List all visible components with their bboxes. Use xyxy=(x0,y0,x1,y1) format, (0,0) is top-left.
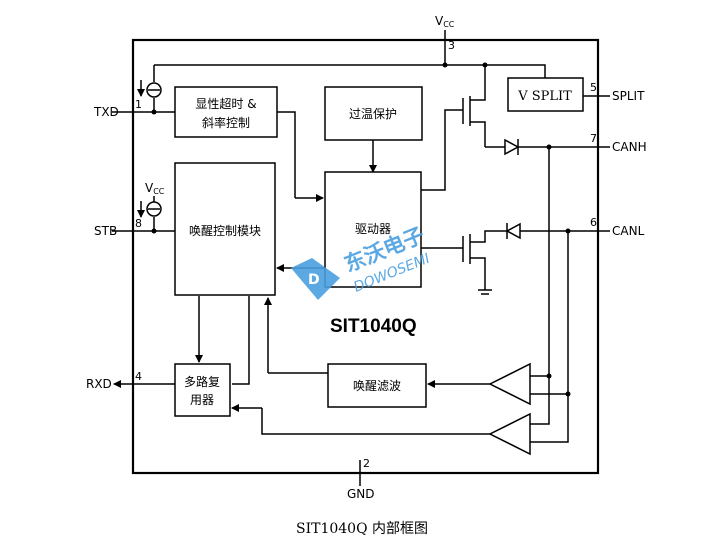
wakeup-label: 唤醒控制模块 xyxy=(189,224,261,238)
figure-caption: SIT1040Q 内部框图 xyxy=(296,521,428,537)
chip-name: SIT1040Q xyxy=(330,316,417,337)
mux-block xyxy=(174,363,231,417)
watermark-logo-icon xyxy=(291,258,340,300)
pin-gnd-number: 2 xyxy=(363,457,370,470)
pin-stb-number: 8 xyxy=(135,217,142,230)
driver-block xyxy=(324,171,422,288)
pin-txd-number: 1 xyxy=(135,98,142,111)
timeout-slope-block xyxy=(174,86,278,138)
pin-vcc-number: 3 xyxy=(448,39,455,52)
wiring xyxy=(112,30,610,486)
pin-vcc-label: VCC xyxy=(435,14,455,29)
vcc-internal-label: VCC xyxy=(145,181,165,196)
driver-label: 驱动器 xyxy=(355,222,391,236)
pin-rxd-number: 4 xyxy=(135,370,142,383)
pin-canl-label: CANL xyxy=(612,224,645,238)
pin-canh-number: 7 xyxy=(590,132,597,145)
thermal-label: 过温保护 xyxy=(349,107,397,121)
pin-txd-label: TXD xyxy=(93,105,119,119)
timeout-label-2: 斜率控制 xyxy=(202,115,250,130)
mux-label-1: 多路复 xyxy=(184,374,220,389)
wakeup-filter-block xyxy=(327,363,427,408)
timeout-label-1: 显性超时 & xyxy=(195,96,256,111)
pin-canh-label: CANH xyxy=(612,140,647,154)
pin-split-label: SPLIT xyxy=(612,89,645,103)
pin-stb-label: STB xyxy=(94,224,117,238)
wakeup-control-block xyxy=(174,162,276,296)
current-source-stb xyxy=(137,196,162,218)
pin-canl-number: 6 xyxy=(590,216,597,229)
pin-split-number: 5 xyxy=(590,81,597,94)
vsplit-label: V SPLIT xyxy=(517,89,572,104)
mux-label-2: 用器 xyxy=(190,393,214,407)
pin-rxd-label: RXD xyxy=(86,377,112,391)
vsplit-block xyxy=(507,77,584,112)
chip-outline xyxy=(131,38,600,475)
current-source-txd xyxy=(137,80,162,98)
pin-gnd-label: GND xyxy=(347,487,375,501)
thermal-protection-block xyxy=(324,86,423,141)
svg-text:D: D xyxy=(308,272,320,288)
filter-label: 唤醒滤波 xyxy=(353,379,401,393)
